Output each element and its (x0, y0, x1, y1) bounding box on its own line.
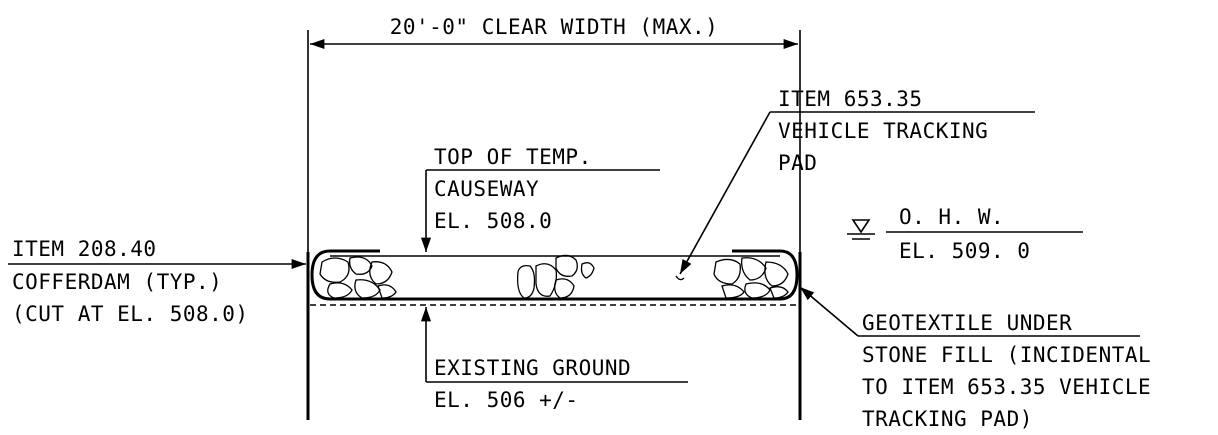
ohw-marker: O. H. W. EL. 509. 0 (847, 205, 1083, 263)
stone (348, 256, 373, 275)
pad-label-line2: VEHICLE TRACKING (778, 119, 988, 143)
stone (741, 257, 767, 281)
callout-leader (799, 286, 859, 337)
ohw-label: O. H. W. (899, 205, 1004, 229)
stone (535, 263, 558, 297)
cofferdam-label-line3: (CUT AT EL. 508.0) (12, 302, 249, 326)
stone (769, 286, 789, 299)
cofferdam-callout: ITEM 208.40 COFFERDAM (TYP.) (CUT AT EL.… (8, 237, 306, 326)
geotextile-label-line2: STONE FILL (INCIDENTAL (862, 343, 1151, 367)
geotextile-wrap (310, 249, 799, 301)
pad-label-line1: ITEM 653.35 (778, 87, 923, 111)
stone (764, 261, 789, 287)
stone (744, 282, 771, 299)
top-label-line2: CAUSEWAY (434, 177, 539, 201)
stone (555, 254, 578, 277)
ground-label-line2: EL. 506 +/- (434, 388, 579, 412)
stone (516, 264, 536, 299)
existing-ground-callout: EXISTING GROUND EL. 506 +/- (420, 307, 688, 412)
stone (354, 279, 381, 299)
stone (675, 275, 685, 281)
stone (369, 261, 393, 285)
stone-fill-causeway (310, 249, 799, 306)
stone (377, 284, 397, 299)
ground-label-line1: EXISTING GROUND (434, 356, 631, 380)
stone (554, 278, 575, 299)
stone (713, 258, 741, 285)
geotextile-label-line1: GEOTEXTILE UNDER (862, 311, 1072, 335)
stone (721, 284, 745, 299)
clear-width-label: 20'-0" CLEAR WIDTH (MAX.) (390, 15, 719, 39)
callout-leader (679, 111, 771, 275)
vehicle-tracking-pad-callout: ITEM 653.35 VEHICLE TRACKING PAD (679, 87, 1035, 275)
geotextile-callout: GEOTEXTILE UNDER STONE FILL (INCIDENTAL … (799, 286, 1151, 431)
top-label-line3: EL. 508.0 (434, 209, 552, 233)
stone (580, 262, 595, 279)
cofferdam-label-line2: COFFERDAM (TYP.) (12, 270, 222, 294)
stone (319, 257, 350, 283)
top-label-line1: TOP OF TEMP. (434, 145, 592, 169)
geotextile-label-line4: TRACKING PAD) (862, 407, 1033, 431)
geotextile-label-line3: TO ITEM 653.35 VEHICLE (862, 375, 1151, 399)
clear-width-dimension: 20'-0" CLEAR WIDTH (MAX.) (307, 15, 801, 255)
cofferdam-walls (306, 252, 802, 420)
top-of-causeway-callout: TOP OF TEMP. CAUSEWAY EL. 508.0 (420, 145, 660, 252)
ohw-elevation: EL. 509. 0 (899, 239, 1030, 263)
cofferdam-label-line1: ITEM 208.40 (12, 237, 157, 261)
stone (327, 282, 353, 299)
water-level-icon (851, 219, 871, 234)
pad-label-line3: PAD (778, 151, 817, 175)
